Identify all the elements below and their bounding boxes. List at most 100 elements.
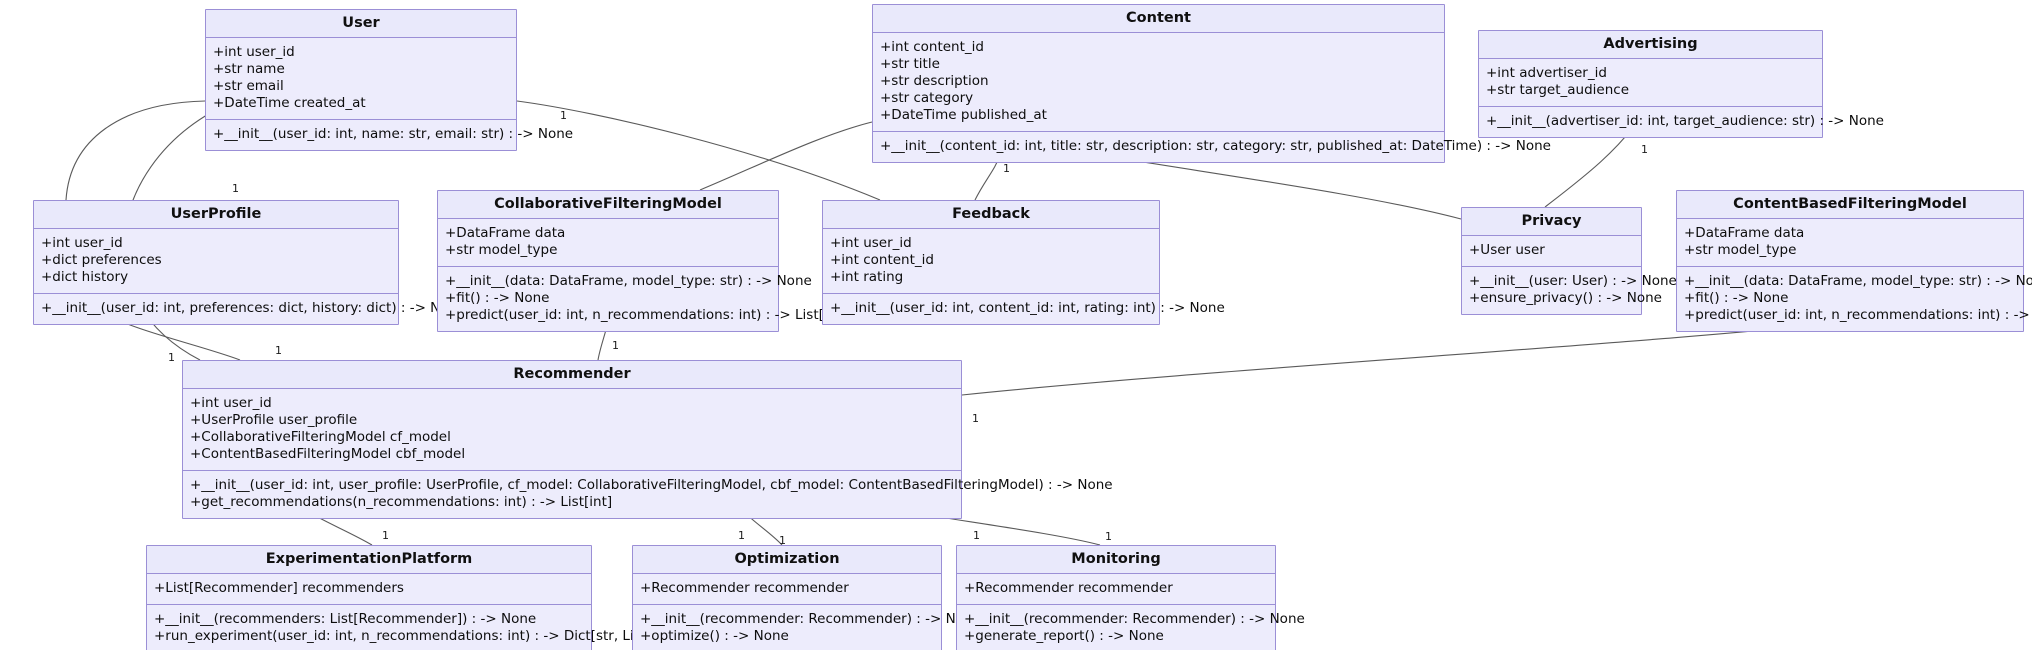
method-row: +__init__(data: DataFrame, model_type: s… (1684, 273, 2032, 289)
multiplicity-label: 1 (1641, 143, 1648, 156)
method-compartment-monitoring: +__init__(recommender: Recommender) : ->… (957, 605, 1305, 650)
attribute-row: +Recommender recommender (964, 580, 1173, 596)
attribute-row: +str title (880, 56, 940, 72)
method-row: +predict(user_id: int, n_recommendations… (1684, 307, 2032, 323)
attribute-row: +str model_type (1684, 242, 1797, 258)
class-box-experimentationplatform[interactable]: ExperimentationPlatform +List[Recommender… (146, 545, 680, 650)
class-name-cbfmodel: ContentBasedFilteringModel (1677, 191, 2023, 219)
class-box-advertising[interactable]: Advertising+int advertiser_id+str target… (1478, 30, 1884, 138)
attribute-row: +int rating (830, 269, 904, 285)
method-row: +__init__(user: User) : -> None (1469, 273, 1677, 289)
method-row: +__init__(user_id: int, user_profile: Us… (190, 477, 1113, 493)
method-compartment-feedback: +__init__(user_id: int, content_id: int,… (823, 294, 1225, 324)
method-row: +__init__(recommender: Recommender) : ->… (964, 611, 1305, 627)
attribute-compartment-userprofile: +int user_id+dict preferences+dict histo… (34, 229, 398, 294)
multiplicity-label: 1 (275, 344, 282, 357)
attribute-row: +List[Recommender] recommenders (154, 580, 404, 596)
attribute-compartment-experimentationplatform: +List[Recommender] recommenders (147, 574, 591, 605)
class-box-user[interactable]: User+int user_id+str name+str email+Date… (205, 9, 574, 151)
method-row: +__init__(user_id: int, preferences: dic… (41, 300, 466, 316)
multiplicity-label: 1 (560, 109, 567, 122)
method-row: +ensure_privacy() : -> None (1469, 290, 1662, 306)
class-box-content[interactable]: Content+int content_id+str title+str des… (872, 4, 1551, 163)
multiplicity-label: 1 (973, 529, 980, 542)
method-compartment-cbfmodel: +__init__(data: DataFrame, model_type: s… (1677, 267, 2032, 331)
method-row: +generate_report() : -> None (964, 628, 1164, 644)
method-compartment-optimization: +__init__(recommender: Recommender) : ->… (633, 605, 981, 650)
attribute-row: +dict preferences (41, 252, 162, 268)
attribute-row: +str email (213, 78, 284, 94)
class-name-userprofile: UserProfile (34, 201, 398, 229)
method-row: +fit() : -> None (445, 290, 550, 306)
method-compartment-user: +__init__(user_id: int, name: str, email… (206, 120, 574, 150)
attribute-row: +ContentBasedFilteringModel cbf_model (190, 446, 466, 462)
multiplicity-label: 1 (382, 529, 389, 542)
class-name-cfmodel: CollaborativeFilteringModel (438, 191, 778, 219)
multiplicity-label: 1 (168, 351, 175, 364)
class-box-optimization[interactable]: Optimization+Recommender recommender+__i… (632, 545, 981, 650)
attribute-row: +int advertiser_id (1486, 65, 1607, 81)
class-box-feedback[interactable]: Feedback+int user_id+int content_id+int … (822, 200, 1225, 325)
multiplicity-label: 1 (779, 534, 786, 547)
class-name-monitoring: Monitoring (957, 546, 1275, 574)
edge-cfmodel-content (699, 121, 873, 191)
attribute-compartment-monitoring: +Recommender recommender (957, 574, 1275, 605)
attribute-compartment-advertising: +int advertiser_id+str target_audience (1479, 59, 1822, 107)
attribute-row: +int user_id (213, 44, 295, 60)
class-name-feedback: Feedback (823, 201, 1159, 229)
attribute-row: +dict history (41, 269, 129, 285)
attribute-row: +str category (880, 90, 974, 106)
method-row: +__init__(data: DataFrame, model_type: s… (445, 273, 812, 289)
attribute-row: +DataFrame data (1684, 225, 1805, 241)
attribute-row: +int user_id (41, 235, 123, 251)
attribute-compartment-user: +int user_id+str name+str email+DateTime… (206, 38, 516, 120)
method-row: +fit() : -> None (1684, 290, 1789, 306)
class-name-recommender: Recommender (183, 361, 961, 389)
attribute-compartment-content: +int content_id+str title+str descriptio… (873, 33, 1444, 132)
attribute-row: +int content_id (880, 39, 984, 55)
attribute-compartment-cbfmodel: +DataFrame data+str model_type (1677, 219, 2023, 267)
method-compartment-recommender: +__init__(user_id: int, user_profile: Us… (183, 471, 1113, 518)
multiplicity-label: 1 (232, 182, 239, 195)
multiplicity-label: 1 (1003, 162, 1010, 175)
method-compartment-userprofile: +__init__(user_id: int, preferences: dic… (34, 294, 466, 324)
attribute-row: +UserProfile user_profile (190, 412, 358, 428)
class-name-privacy: Privacy (1462, 208, 1641, 236)
method-row: +__init__(recommender: Recommender) : ->… (640, 611, 981, 627)
multiplicity-label: 1 (972, 412, 979, 425)
method-compartment-cfmodel: +__init__(data: DataFrame, model_type: s… (438, 267, 847, 331)
method-row: +run_experiment(user_id: int, n_recommen… (154, 628, 680, 644)
method-row: +predict(user_id: int, n_recommendations… (445, 307, 847, 323)
attribute-compartment-privacy: +User user (1462, 236, 1641, 267)
method-row: +__init__(recommenders: List[Recommender… (154, 611, 537, 627)
multiplicity-label: 1 (612, 339, 619, 352)
attribute-row: +str target_audience (1486, 82, 1630, 98)
method-row: +__init__(user_id: int, content_id: int,… (830, 300, 1225, 316)
class-box-privacy[interactable]: Privacy +User user +__init__(user: User) :… (1461, 207, 1677, 315)
class-name-content: Content (873, 5, 1444, 33)
edge-user-userprofile (65, 100, 206, 201)
attribute-row: +str model_type (445, 242, 558, 258)
attribute-row: +int user_id (830, 235, 912, 251)
attribute-compartment-feedback: +int user_id+int content_id+int rating (823, 229, 1159, 294)
class-box-cfmodel[interactable]: CollaborativeFilteringModel+DataFrame da… (437, 190, 847, 332)
multiplicity-label: 1 (738, 529, 745, 542)
class-box-monitoring[interactable]: Monitoring +Recommender recommender +__ini… (956, 545, 1305, 650)
attribute-row: +int user_id (190, 395, 272, 411)
attribute-compartment-optimization: +Recommender recommender (633, 574, 941, 605)
attribute-compartment-recommender: +int user_id+UserProfile user_profile +Co… (183, 389, 961, 471)
method-row: +__init__(user_id: int, name: str, email… (213, 126, 574, 142)
attribute-row: +User user (1469, 242, 1545, 258)
class-box-recommender[interactable]: Recommender+int user_id+UserProfile user… (182, 360, 1113, 519)
attribute-row: +str name (213, 61, 285, 77)
method-row: +get_recommendations(n_recommendations: … (190, 494, 613, 510)
method-compartment-experimentationplatform: +__init__(recommenders: List[Recommender… (147, 605, 680, 650)
method-row: +__init__(advertiser_id: int, target_aud… (1486, 113, 1884, 129)
class-name-advertising: Advertising (1479, 31, 1822, 59)
attribute-row: +DateTime published_at (880, 107, 1047, 123)
attribute-row: +int content_id (830, 252, 934, 268)
class-box-userprofile[interactable]: UserProfile+int user_id+dict preferences… (33, 200, 466, 325)
class-box-cbfmodel[interactable]: ContentBasedFilteringModel+DataFrame dat… (1676, 190, 2032, 332)
class-name-experimentationplatform: ExperimentationPlatform (147, 546, 591, 574)
method-row: +optimize() : -> None (640, 628, 789, 644)
